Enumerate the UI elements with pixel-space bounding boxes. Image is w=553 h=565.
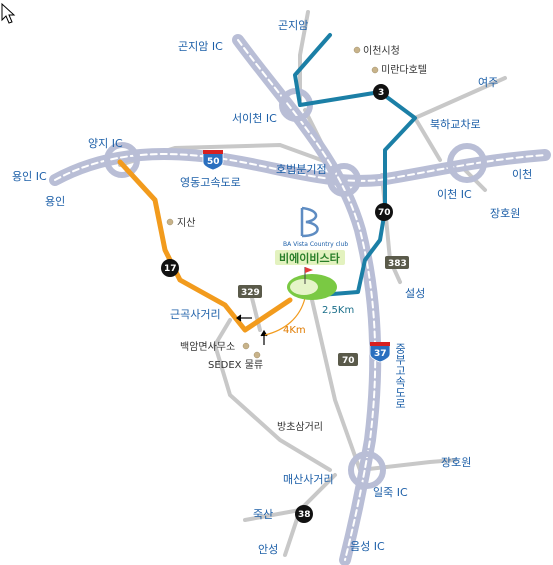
label-mirando-hotel: 미란다호텔 bbox=[381, 64, 427, 76]
svg-text:38: 38 bbox=[298, 510, 311, 520]
route-marker-17: 17 bbox=[161, 259, 179, 277]
iljuk-ic-circle bbox=[348, 451, 386, 489]
label-iljuk-ic: 일죽 IC bbox=[373, 485, 408, 499]
label-hobeop-junction: 호법분기점 bbox=[276, 163, 327, 176]
label-seoicheon-ic: 서이천 IC bbox=[232, 111, 277, 125]
label-anseong: 안성 bbox=[258, 543, 278, 556]
svg-text:50: 50 bbox=[207, 157, 220, 167]
mouse-cursor-icon bbox=[1, 2, 16, 24]
route-marker-38: 38 bbox=[295, 505, 313, 523]
label-icheon-city-hall: 이천시청 bbox=[363, 45, 400, 57]
ba-vista-logo: BA Vista Country club bbox=[283, 206, 348, 248]
label-icheon-ic: 이천 IC bbox=[437, 187, 472, 201]
label-sedex: SEDEX 물류 bbox=[208, 359, 263, 371]
teal-route bbox=[293, 33, 417, 297]
label-baegam-office: 백암면사무소 bbox=[180, 341, 235, 353]
route-shield-70b: 70 bbox=[338, 353, 358, 366]
label-eumseong-ic: 음성 IC bbox=[350, 540, 385, 553]
route-shield-329: 329 bbox=[238, 285, 262, 298]
label-yongin-ic: 용인 IC bbox=[12, 170, 47, 183]
label-gonjiam: 곤지암 bbox=[278, 19, 308, 32]
label-bukha-gyocharo: 북하교차로 bbox=[430, 117, 481, 131]
yangji-ic-circle bbox=[104, 142, 140, 178]
orange-route bbox=[117, 159, 293, 333]
expressway-shield-37: 37 bbox=[369, 342, 391, 363]
label-distance-4km: 4Km bbox=[283, 325, 306, 336]
svg-text:17: 17 bbox=[164, 264, 177, 274]
svg-text:3: 3 bbox=[378, 88, 384, 98]
label-gongok-crossroad: 근곡사거리 bbox=[170, 308, 221, 321]
label-maesan-crossroad: 매산사거리 bbox=[283, 473, 334, 486]
direction-arrows bbox=[236, 297, 306, 345]
label-yongin: 용인 bbox=[45, 195, 65, 208]
label-juksan: 죽산 bbox=[253, 508, 273, 521]
label-icheon: 이천 bbox=[512, 167, 532, 181]
hobeop-ic-circle bbox=[327, 163, 361, 197]
poi-dots bbox=[166, 46, 379, 359]
ba-name-badge bbox=[275, 250, 345, 265]
golf-course-marker bbox=[287, 267, 337, 300]
label-gonjiam-ic: 곤지암 IC bbox=[178, 40, 223, 53]
label-yeongdong-expwy: 영동고속도로 bbox=[180, 176, 241, 189]
svg-text:37: 37 bbox=[374, 349, 387, 359]
ba-logo-text: BA Vista Country club bbox=[283, 241, 348, 248]
route-shield-383: 383 bbox=[385, 256, 409, 269]
label-distance-2-5km: 2,5Km bbox=[322, 305, 354, 316]
icheon-ic-circle bbox=[447, 143, 487, 183]
route-marker-70a: 70 bbox=[375, 203, 393, 221]
label-bangcho-crossroad: 방초삼거리 bbox=[277, 421, 323, 433]
label-jisan: 지산 bbox=[177, 217, 195, 229]
svg-text:329: 329 bbox=[241, 288, 260, 298]
ba-country-label: 비에이비스타 bbox=[279, 251, 341, 265]
label-jungbu-expwy: 중부고속도로 bbox=[394, 343, 407, 409]
label-yangji-ic: 양지 IC bbox=[88, 137, 123, 150]
label-yeoju: 여주 bbox=[478, 76, 498, 89]
place-labels: 곤지암 곤지암 IC 이천시청 미란다호텔 여주 서이천 IC 북하교차로 양지… bbox=[12, 19, 532, 556]
label-janghowon-2: 장호원 bbox=[441, 456, 471, 469]
label-janghowon-1: 장호원 bbox=[490, 207, 520, 220]
svg-text:70: 70 bbox=[378, 208, 391, 218]
svg-text:70: 70 bbox=[342, 356, 355, 366]
label-seolseong: 설성 bbox=[405, 287, 425, 300]
svg-text:383: 383 bbox=[388, 259, 407, 269]
expressway-shield-50: 50 bbox=[202, 150, 224, 171]
route-marker-3: 3 bbox=[373, 84, 389, 100]
